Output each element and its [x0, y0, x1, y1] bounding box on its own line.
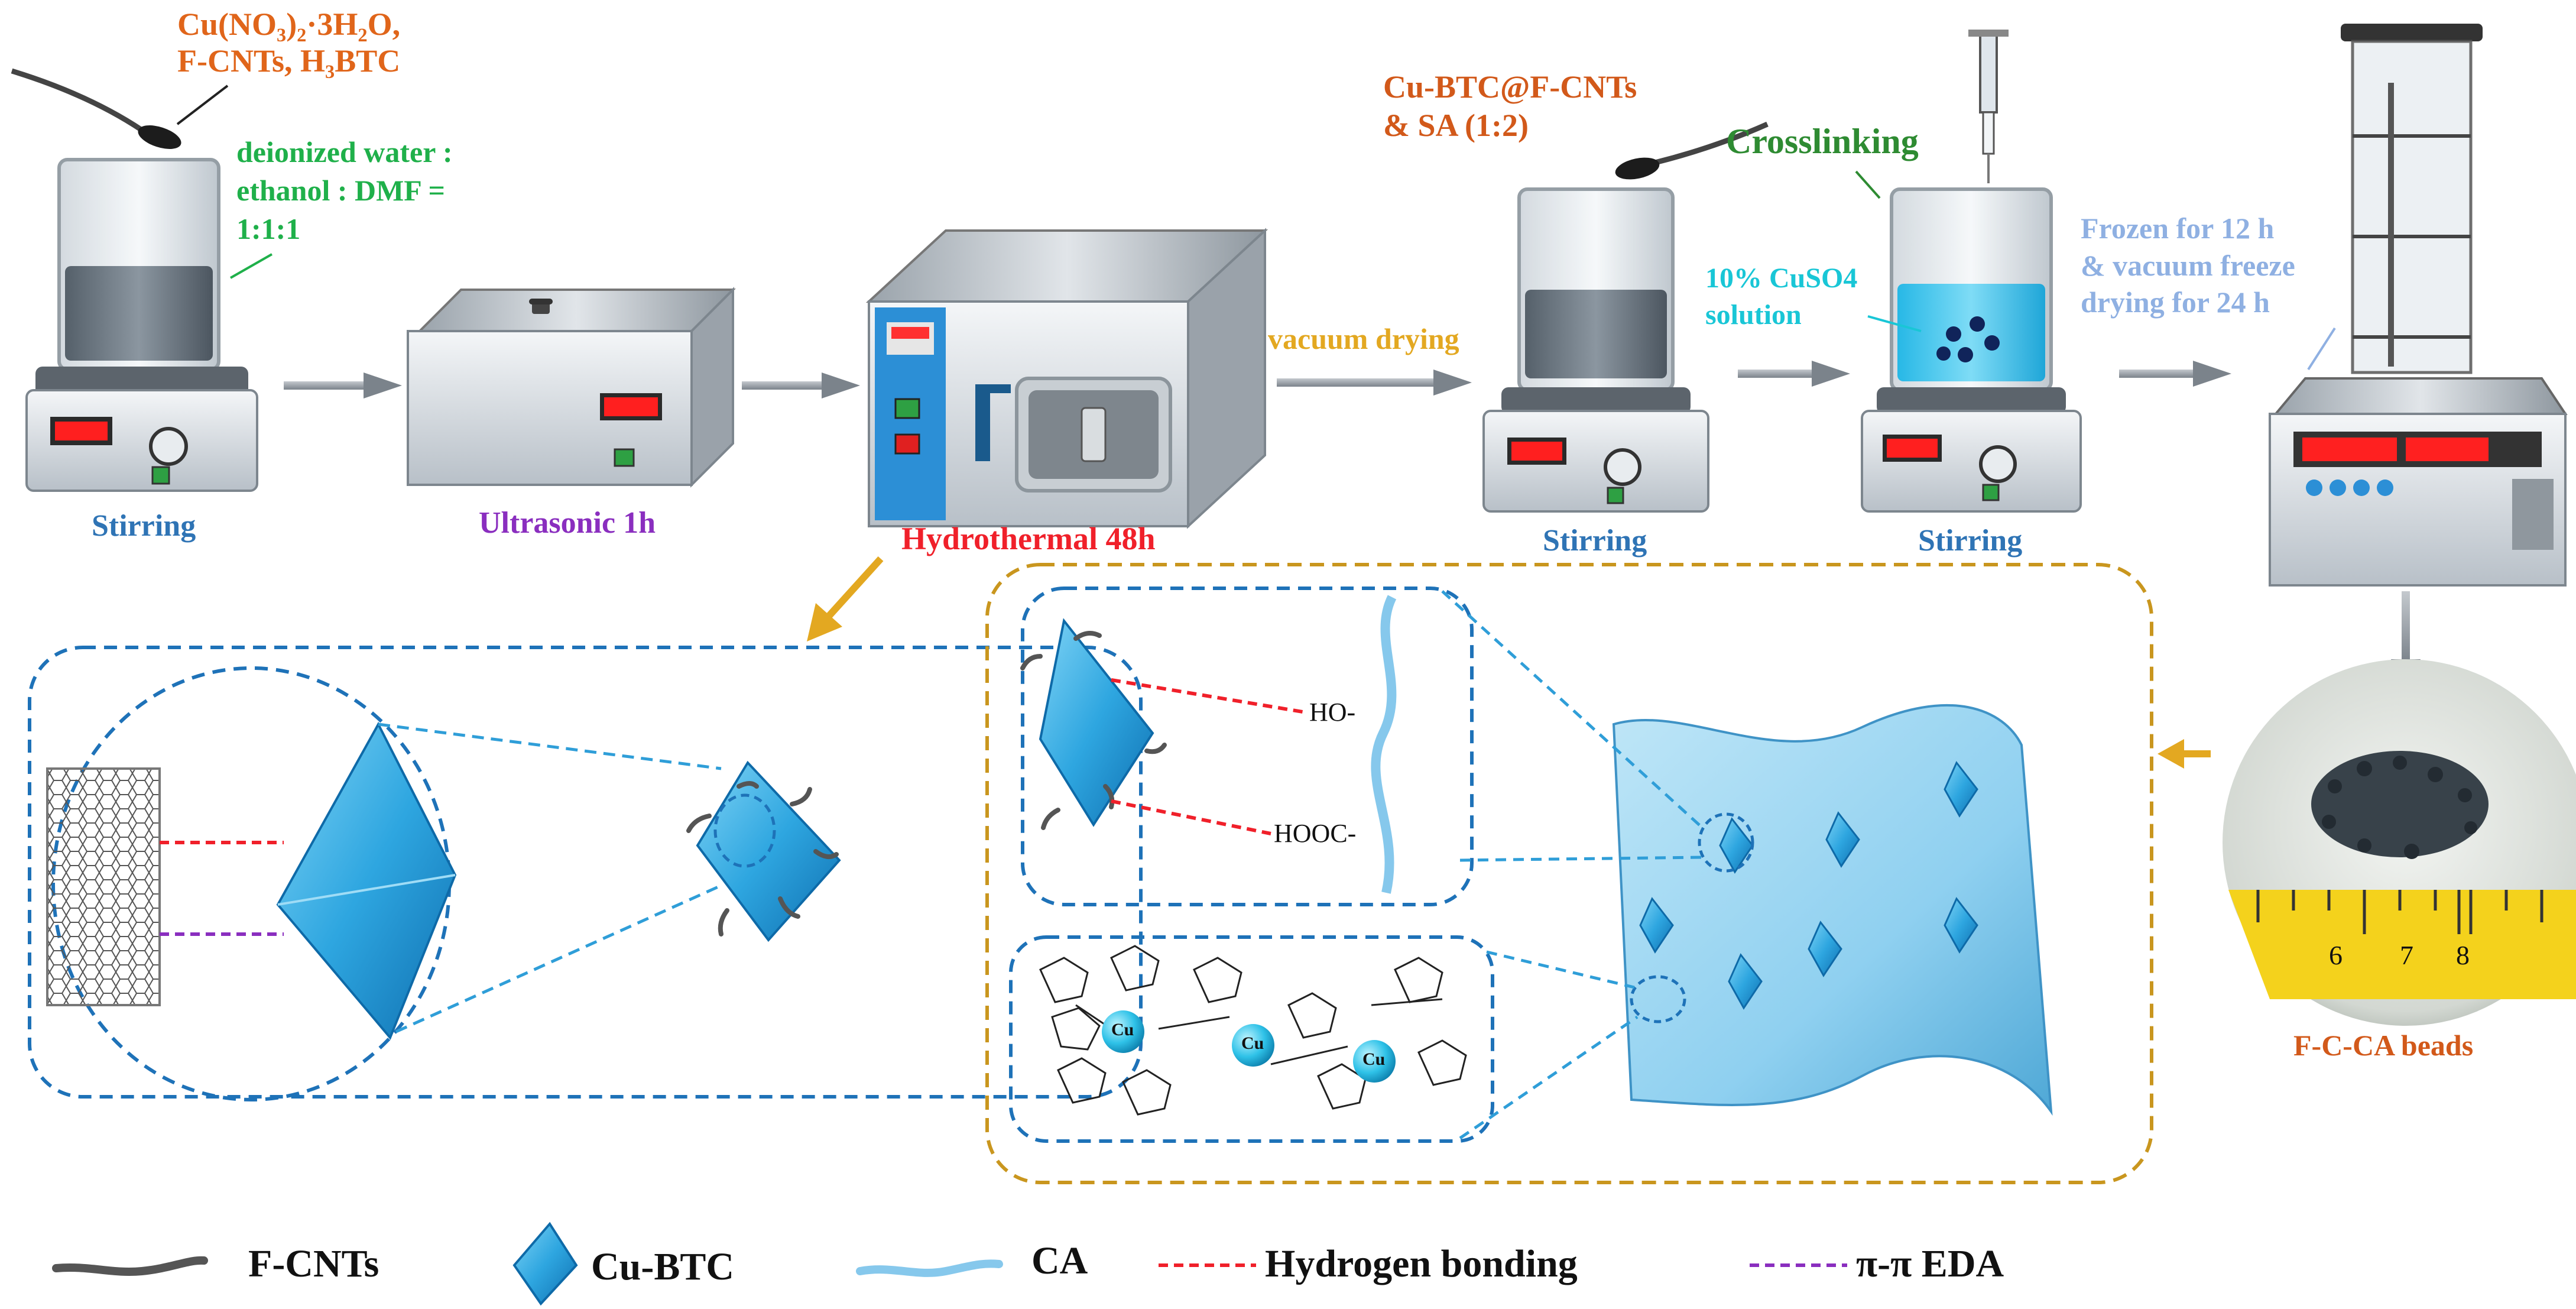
- alginate-structure: [1039, 945, 1467, 1116]
- ca-sheet: [1612, 704, 2053, 1116]
- flow-arrow: [284, 372, 402, 398]
- ho-label: HO-: [1309, 698, 1356, 727]
- ultrasonic-bath: [407, 287, 736, 488]
- cu-crosslink-frame: [1009, 935, 1494, 1143]
- zoom-circle: [713, 793, 776, 868]
- gold-arrow: [807, 556, 884, 641]
- legend-fcnts-label: F-CNTs: [248, 1242, 379, 1285]
- zoom-circle: [1698, 812, 1754, 873]
- cu-btc-crystal-hbond: [1020, 618, 1167, 830]
- zoom-line: [1486, 950, 1635, 989]
- zoom-circle: [1630, 975, 1686, 1023]
- zoom-line: [1459, 856, 1703, 862]
- cu-btc-crystal-large: [276, 721, 457, 1040]
- beads-photo: [2223, 659, 2576, 1026]
- flow-arrow: [742, 372, 860, 398]
- ca-chain: [1371, 595, 1397, 894]
- cu-label-1: Cu: [1111, 1020, 1134, 1039]
- reagents-label: Cu(NO₃)₂·3H₂O,F-CNTs, H₃BTC: [177, 7, 401, 79]
- cu-ion: [1353, 1040, 1396, 1083]
- hbond-line: [1111, 799, 1271, 835]
- zoom-line: [1441, 590, 1704, 829]
- leader-line: [230, 253, 272, 279]
- syringe-icon: [1968, 30, 2009, 183]
- zoom-line: [378, 722, 722, 770]
- freeze-dryer: [2269, 24, 2568, 587]
- flow-arrow: [2119, 361, 2231, 387]
- legend-hbond-label: Hydrogen bonding: [1265, 1242, 1578, 1285]
- ruler-tick-6: 6: [2329, 940, 2343, 970]
- flow-arrow: [1738, 361, 1850, 387]
- hbond-line: [1111, 678, 1307, 714]
- legend-fcnts-swatch: [52, 1256, 208, 1276]
- step-ultrasonic: Ultrasonic 1h: [479, 506, 656, 540]
- legend-pipi-label: π-π EDA: [1856, 1242, 2004, 1285]
- legend-cubtc-label: Cu-BTC: [591, 1245, 735, 1288]
- embedded-crystals: [1639, 761, 1978, 1010]
- zoom-line: [1459, 1015, 1639, 1140]
- legend: [52, 1221, 1847, 1306]
- legend-ca-swatch: [856, 1259, 1003, 1277]
- spoon-icon: [11, 68, 181, 149]
- hooc-label: HOOC-: [1274, 819, 1357, 848]
- cu-btc-crystal-small: [686, 760, 841, 942]
- magnetic-stirrer-3: [1861, 187, 2082, 513]
- leader-line: [176, 85, 229, 125]
- crosslinking-label: Crosslinking: [1726, 122, 1919, 161]
- left-detail-frame: [28, 646, 1143, 1099]
- magnetic-stirrer-1: [25, 158, 258, 492]
- zoom-line: [395, 885, 719, 1033]
- composite-label: Cu-BTC@F-CNTs& SA (1:2): [1383, 69, 1637, 143]
- flow-arrow: [1277, 370, 1472, 396]
- cu-label-3: Cu: [1362, 1049, 1386, 1069]
- cu-ion: [1102, 1010, 1144, 1053]
- legend-cubtc-swatch: [512, 1221, 578, 1306]
- cu-label-2: Cu: [1241, 1033, 1264, 1053]
- spoon-icon: [1615, 121, 1769, 180]
- legend-ca-label: CA: [1031, 1239, 1088, 1282]
- leader-line: [1867, 315, 1922, 332]
- step-stirring-3: Stirring: [1918, 524, 2023, 558]
- gold-arrow: [2158, 739, 2211, 769]
- ruler-tick-8: 8: [2456, 940, 2470, 970]
- step-stirring-1: Stirring: [92, 509, 196, 543]
- hbond-detail-frame: [1021, 587, 1474, 906]
- leader-line: [2307, 327, 2336, 371]
- ruler-tick-7: 7: [2400, 940, 2413, 970]
- beads-label: F-C-CA beads: [2293, 1029, 2474, 1062]
- step-vacuum-drying: vacuum drying: [1268, 322, 1459, 355]
- magnetic-stirrer-2: [1482, 187, 1709, 513]
- leader-line: [1855, 170, 1881, 199]
- carbon-nanotube: [46, 767, 161, 1006]
- composite-frame: [985, 563, 2153, 1184]
- hydrothermal-oven: [865, 228, 1268, 529]
- cu-ion: [1232, 1024, 1274, 1067]
- step-hydrothermal: Hydrothermal 48h: [901, 521, 1156, 556]
- step-stirring-2: Stirring: [1543, 524, 1647, 558]
- solvent-label: deionized water :ethanol : DMF =1:1:1: [236, 135, 453, 245]
